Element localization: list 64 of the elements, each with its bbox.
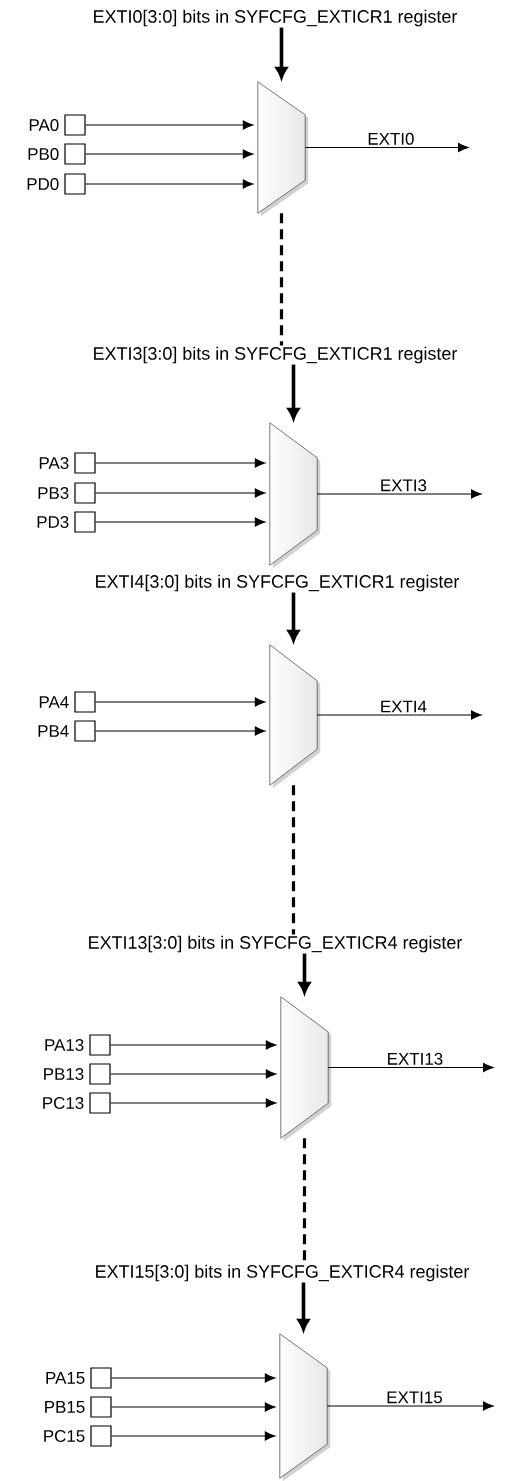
pin-box [64, 143, 86, 165]
pin-label: PB15 [45, 1401, 85, 1413]
arrow [85, 179, 254, 189]
output-arrow [327, 1062, 494, 1073]
pin-box [90, 1396, 112, 1418]
edge-label: EXTI0 [366, 131, 416, 146]
multiplexer [280, 996, 332, 1142]
pin-box [90, 1367, 112, 1389]
pin-label: PA15 [46, 1372, 85, 1384]
dashed-line [291, 785, 296, 935]
arrow [110, 1040, 277, 1050]
arrow [110, 1098, 277, 1108]
pin-box [89, 1034, 111, 1056]
arrow [95, 488, 266, 498]
edge-label: EXTI3 [378, 478, 428, 493]
pin-label: PB3 [38, 487, 69, 499]
pin-box [74, 452, 96, 474]
arrow [95, 517, 266, 527]
multiplexer [269, 422, 321, 569]
pin-box [89, 1092, 111, 1114]
arrow [111, 1402, 276, 1412]
output-arrow [326, 1401, 494, 1411]
multiplexer [279, 1333, 331, 1481]
selector-label: EXTI15[3:0] bits in SYFCFG_EXTICR4 register [96, 1264, 470, 1282]
edge-label: EXTI15 [385, 1390, 444, 1405]
arrow [95, 697, 266, 707]
output-arrow [304, 142, 469, 153]
arrow [111, 1373, 276, 1383]
multiplexer [269, 644, 321, 789]
pin-label: PC15 [44, 1430, 85, 1442]
arrow [95, 726, 266, 736]
pin-label: PA4 [39, 696, 69, 708]
selector-label: EXTI3[3:0] bits in SYFCFG_EXTICR1 register [94, 346, 458, 364]
pin-box [74, 511, 96, 533]
edge-label: EXTI4 [378, 699, 428, 714]
arrow [111, 1431, 276, 1441]
multiplexer [257, 81, 309, 217]
dashed-line [279, 213, 284, 346]
arrow [85, 120, 254, 130]
pin-label: PB0 [28, 148, 59, 160]
pin-box [74, 691, 96, 713]
pin-box [64, 114, 86, 136]
pin-box [74, 482, 96, 504]
pin-box [89, 1063, 111, 1085]
pin-label: PA13 [45, 1039, 84, 1051]
pin-label: PB4 [38, 725, 69, 737]
pin-label: PD3 [37, 516, 69, 528]
pin-label: PB13 [44, 1068, 84, 1080]
pin-label: PD0 [27, 178, 59, 190]
selector-label: EXTI13[3:0] bits in SYFCFG_EXTICR4 register [89, 935, 463, 953]
pin-label: PC13 [43, 1097, 84, 1109]
pin-box [64, 173, 86, 195]
selector-label: EXTI0[3:0] bits in SYFCFG_EXTICR1 register [94, 9, 458, 27]
pin-box [74, 720, 96, 742]
pin-box [90, 1425, 112, 1447]
edge-label: EXTI13 [385, 1051, 445, 1066]
selector-label: EXTI4[3:0] bits in SYFCFG_EXTICR1 register [96, 574, 460, 592]
pin-label: PA0 [29, 119, 59, 131]
arrow [95, 458, 266, 468]
arrow [110, 1069, 277, 1079]
arrow [85, 149, 254, 159]
pin-label: PA3 [39, 457, 69, 469]
output-arrow [316, 489, 482, 499]
output-arrow [316, 710, 482, 720]
